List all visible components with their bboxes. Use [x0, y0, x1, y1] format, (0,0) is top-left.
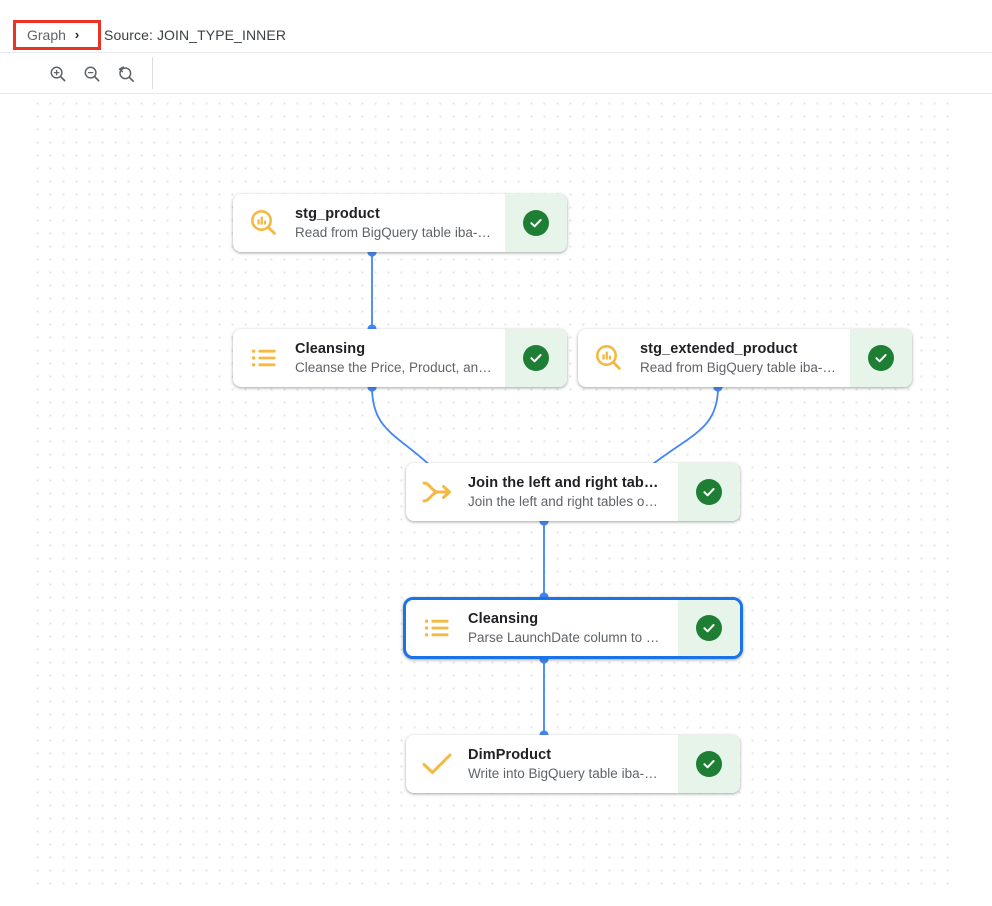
node-status-panel [678, 463, 740, 521]
breadcrumb-item-graph[interactable]: Graph [27, 27, 66, 43]
node-title: Cleansing [295, 340, 366, 357]
page-header: Graph › Source: JOIN_TYPE_INNER [0, 0, 992, 53]
node-text: Join the left and right tab… Join the lef… [468, 463, 678, 521]
zoom-out-button[interactable] [79, 61, 105, 87]
node-subtitle: Read from BigQuery table iba-… [640, 359, 836, 375]
zoom-in-icon [48, 64, 68, 84]
status-badge [696, 751, 722, 777]
check-icon [703, 488, 715, 497]
node-title: DimProduct [468, 746, 552, 763]
node-subtitle: Join the left and right tables o… [468, 493, 658, 509]
list-icon [406, 600, 468, 656]
graph-node-join_node[interactable]: Join the left and right tab… Join the lef… [406, 463, 740, 521]
check-icon [703, 624, 715, 633]
node-subtitle: Parse LaunchDate column to … [468, 629, 660, 645]
status-badge [868, 345, 894, 371]
breadcrumb[interactable]: Graph › [27, 25, 79, 45]
sink-check-icon [406, 735, 468, 793]
node-title: Cleansing [468, 610, 539, 627]
node-subtitle: Write into BigQuery table iba-… [468, 765, 658, 781]
bigquery-source-icon [233, 194, 295, 252]
status-badge [696, 615, 722, 641]
status-badge [523, 345, 549, 371]
node-title: stg_product [295, 205, 380, 222]
join-icon [406, 463, 468, 521]
bigquery-source-icon [578, 329, 640, 387]
node-status-panel [678, 735, 740, 793]
zoom-reset-button[interactable] [113, 61, 139, 87]
zoom-out-icon [82, 64, 102, 84]
node-title: Join the left and right tab… [468, 474, 659, 491]
node-subtitle: Read from BigQuery table iba-… [295, 224, 491, 240]
node-status-panel [505, 194, 567, 252]
toolbar-divider [152, 57, 153, 89]
check-icon [530, 354, 542, 363]
node-subtitle: Cleanse the Price, Product, an… [295, 359, 492, 375]
list-icon [233, 329, 295, 387]
status-badge [696, 479, 722, 505]
status-badge [523, 210, 549, 236]
check-icon [530, 219, 542, 228]
zoom-reset-icon [116, 64, 136, 84]
check-icon [703, 760, 715, 769]
node-status-panel [678, 600, 740, 656]
zoom-in-button[interactable] [45, 61, 71, 87]
source-label: Source: JOIN_TYPE_INNER [104, 27, 287, 43]
node-status-panel [850, 329, 912, 387]
graph-toolbar [0, 53, 992, 94]
check-icon [875, 354, 887, 363]
node-title: stg_extended_product [640, 340, 798, 357]
node-status-panel [505, 329, 567, 387]
chevron-right-icon: › [74, 27, 80, 42]
